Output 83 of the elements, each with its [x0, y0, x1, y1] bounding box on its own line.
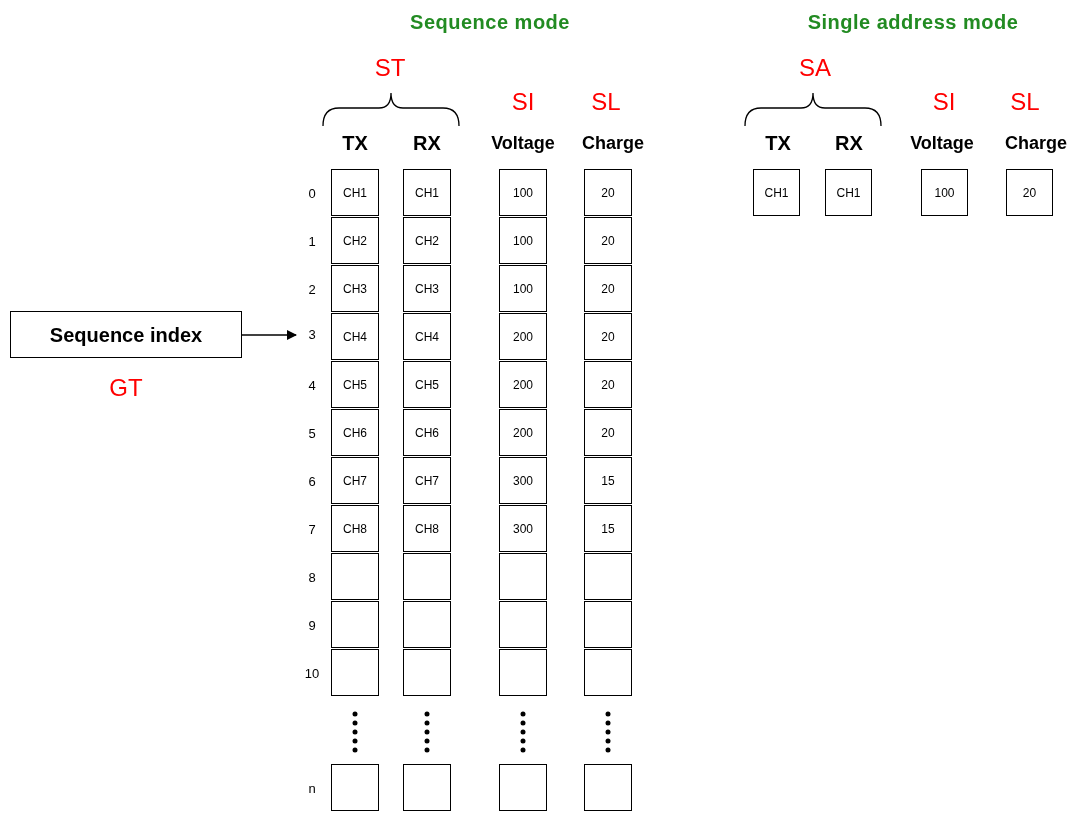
- table-cell: CH8: [331, 505, 379, 552]
- table-cell: [499, 649, 547, 696]
- table-cell: 20: [584, 361, 632, 408]
- index-number: 3: [300, 323, 324, 347]
- table-cell: [331, 553, 379, 600]
- table-cell: [499, 764, 547, 811]
- table-cell: 100: [499, 169, 547, 216]
- table-cell: 300: [499, 505, 547, 552]
- table-cell: CH7: [331, 457, 379, 504]
- table-cell: 20: [584, 217, 632, 264]
- table-cell: CH4: [331, 313, 379, 360]
- group-label: SL: [591, 90, 621, 114]
- table-cell: CH5: [331, 361, 379, 408]
- column-header: Voltage: [491, 134, 555, 152]
- index-number: 0: [308, 186, 316, 200]
- group-label: SL: [1010, 90, 1040, 114]
- table-cell: 200: [499, 409, 547, 456]
- node-caption: GT: [108, 376, 144, 400]
- table-cell: CH1: [753, 169, 800, 216]
- table-cell: [403, 764, 451, 811]
- table-cell: [403, 553, 451, 600]
- table-cell: 100: [499, 265, 547, 312]
- group-label: ST: [374, 56, 406, 80]
- index-number: 10: [304, 666, 320, 680]
- index-number: 4: [308, 378, 316, 392]
- table-cell: CH6: [331, 409, 379, 456]
- table-cell: 100: [499, 217, 547, 264]
- table-cell: CH4: [403, 313, 451, 360]
- column-header: TX: [765, 133, 791, 153]
- table-cell: 200: [499, 313, 547, 360]
- column-header: Voltage: [910, 134, 974, 152]
- index-number: 1: [308, 234, 316, 248]
- process-box: Sequence index: [10, 311, 242, 358]
- index-number: 6: [308, 474, 316, 488]
- table-cell: 200: [499, 361, 547, 408]
- index-number: 9: [308, 618, 316, 632]
- table-cell: CH2: [403, 217, 451, 264]
- table-cell: 300: [499, 457, 547, 504]
- table-cell: CH3: [403, 265, 451, 312]
- table-cell: [403, 649, 451, 696]
- table-cell: CH2: [331, 217, 379, 264]
- table-cell: [584, 649, 632, 696]
- group-label: SI: [511, 90, 535, 114]
- column-header: Charge: [582, 134, 644, 152]
- group-label: SI: [932, 90, 956, 114]
- table-cell: [331, 764, 379, 811]
- table-cell: CH3: [331, 265, 379, 312]
- table-cell: [584, 764, 632, 811]
- table-cell: 15: [584, 505, 632, 552]
- table-cell: [584, 553, 632, 600]
- table-cell: [584, 601, 632, 648]
- table-cell: 20: [1006, 169, 1053, 216]
- table-cell: CH8: [403, 505, 451, 552]
- table-cell: CH1: [331, 169, 379, 216]
- table-cell: [403, 601, 451, 648]
- table-cell: CH7: [403, 457, 451, 504]
- table-cell: CH6: [403, 409, 451, 456]
- table-cell: 20: [584, 169, 632, 216]
- index-number: 5: [308, 426, 316, 440]
- table-cell: 20: [584, 313, 632, 360]
- table-cell: [331, 649, 379, 696]
- table-cell: [331, 601, 379, 648]
- column-header: RX: [413, 133, 441, 153]
- index-number: 8: [308, 570, 316, 584]
- group-label: SA: [799, 56, 831, 80]
- column-header: TX: [342, 133, 368, 153]
- table-cell: [499, 553, 547, 600]
- section-title: Single address mode: [807, 12, 1019, 32]
- table-cell: CH1: [825, 169, 872, 216]
- index-number: 2: [308, 282, 316, 296]
- column-header: RX: [835, 133, 863, 153]
- index-number: n: [308, 781, 316, 795]
- column-header: Charge: [1005, 134, 1067, 152]
- table-cell: 20: [584, 409, 632, 456]
- table-cell: 15: [584, 457, 632, 504]
- table-cell: 100: [921, 169, 968, 216]
- table-cell: 20: [584, 265, 632, 312]
- index-number: 7: [308, 522, 316, 536]
- section-title: Sequence mode: [410, 12, 570, 32]
- arrow: [241, 330, 297, 340]
- table-cell: CH1: [403, 169, 451, 216]
- table-cell: CH5: [403, 361, 451, 408]
- table-cell: [499, 601, 547, 648]
